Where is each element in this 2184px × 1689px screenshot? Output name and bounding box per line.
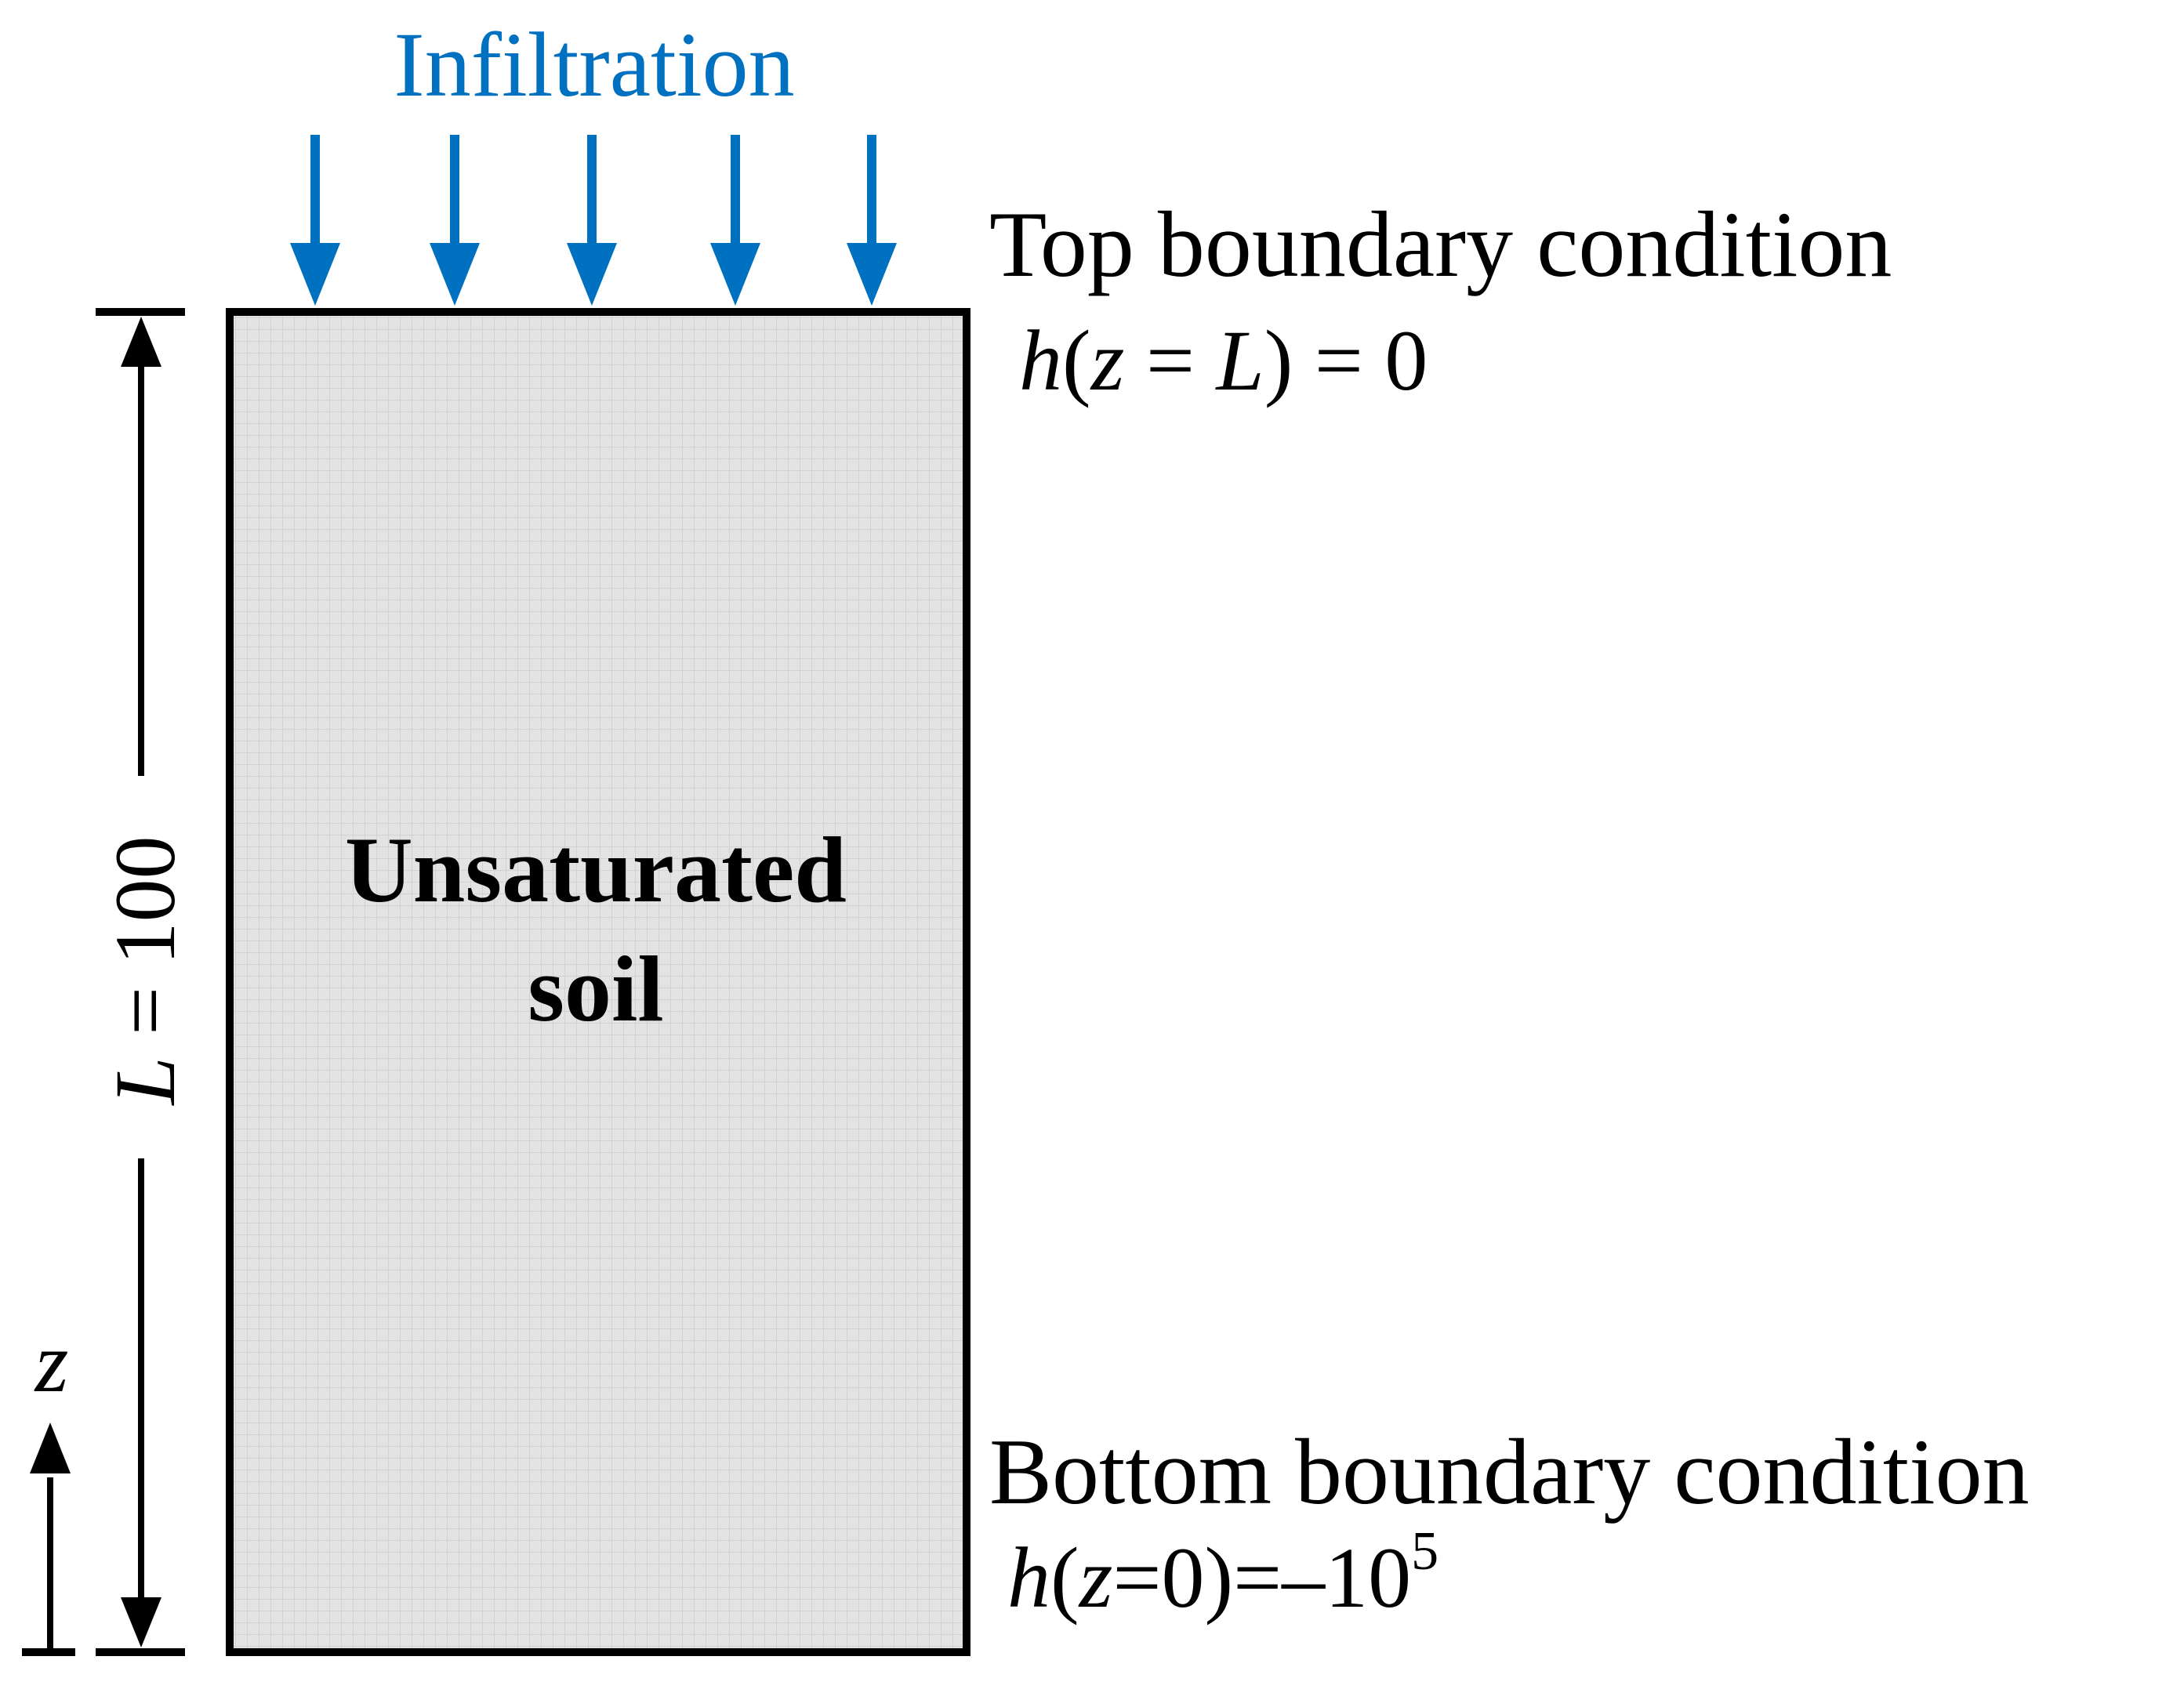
eq-open: ( (1050, 1530, 1079, 1626)
soil-label-line1: Unsaturated (345, 817, 847, 922)
infiltration-arrow-icon (567, 135, 617, 306)
eq-mid: = (1124, 313, 1216, 408)
arrow-up-icon (121, 317, 161, 367)
length-label: L = 100 (97, 835, 193, 1106)
length-dimension (96, 308, 185, 1656)
top-boundary-equation: h(z = L) = 0 (1019, 313, 1428, 408)
soil-label-line2: soil (528, 937, 663, 1041)
eq-exponent: 5 (1411, 1521, 1438, 1582)
infiltration-arrow-icon (847, 135, 897, 306)
infiltration-arrow-icon (290, 135, 340, 306)
eq-z: z (1090, 313, 1125, 408)
length-value: = 100 (97, 835, 193, 1057)
bottom-boundary-equation: h(z=0)=–105 (1007, 1521, 1438, 1626)
infiltration-arrows (290, 135, 897, 306)
infiltration-arrow-icon (430, 135, 480, 306)
infiltration-arrow-icon (710, 135, 760, 306)
bottom-boundary-title: Bottom boundary condition (989, 1419, 2030, 1524)
eq-L: L (1215, 313, 1264, 408)
eq-h: h (1007, 1530, 1050, 1626)
eq-close: ) = 0 (1264, 313, 1428, 408)
arrow-up-icon (30, 1423, 71, 1473)
length-var: L (97, 1057, 193, 1106)
eq-h: h (1019, 313, 1062, 408)
eq-rest: =0)=–10 (1112, 1530, 1411, 1626)
arrow-down-icon (121, 1597, 161, 1647)
soil-column (226, 308, 970, 1656)
top-boundary-title: Top boundary condition (989, 192, 1892, 296)
z-axis (22, 1423, 75, 1656)
eq-open: ( (1062, 313, 1091, 408)
eq-z: z (1078, 1530, 1113, 1626)
infiltration-label: Infiltration (394, 13, 794, 116)
z-axis-label: z (34, 1314, 69, 1410)
